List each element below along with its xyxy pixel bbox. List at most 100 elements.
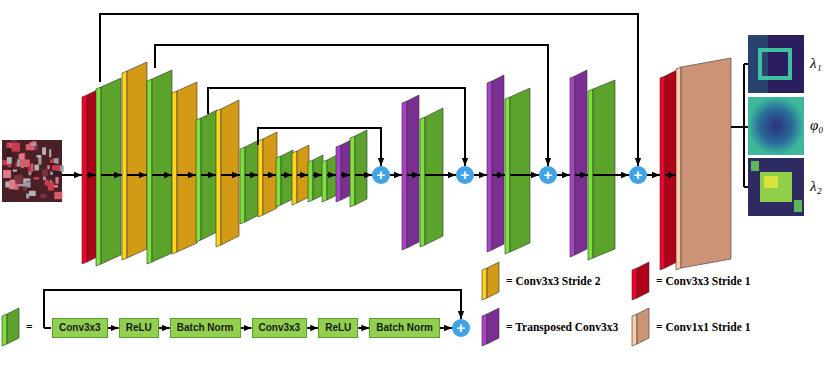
layer-block-edge	[258, 139, 263, 217]
layer-block	[336, 140, 351, 202]
layer-block-face	[313, 155, 323, 200]
lambda2-map-patch	[764, 176, 778, 188]
flow-arrow	[355, 174, 372, 176]
layer-block-face	[152, 70, 172, 262]
node-text: +	[634, 166, 643, 183]
layer-block-face	[263, 132, 277, 215]
flow-connector	[241, 327, 252, 329]
input-image-patch	[49, 149, 51, 157]
flow-arrow	[208, 88, 465, 166]
flow-arrow	[100, 14, 638, 166]
input-image-ground	[2, 140, 62, 202]
layer-block	[505, 88, 530, 254]
operation-box: Batch Norm	[369, 318, 440, 338]
legend-swatch-face	[637, 308, 649, 344]
flow-connector	[108, 327, 119, 329]
input-image	[2, 140, 64, 202]
flow-arrow	[341, 174, 350, 176]
flow-connector	[159, 327, 170, 329]
node-text: ReLU	[325, 322, 351, 333]
flow-arrow	[281, 174, 292, 176]
flow-arrow	[313, 174, 322, 176]
layer-block-face	[575, 70, 587, 255]
flow-arrow	[152, 174, 172, 176]
output-label: φ₀	[810, 116, 824, 134]
input-image-patch	[31, 164, 34, 172]
layer-block	[122, 62, 147, 260]
layer-block	[660, 70, 677, 270]
input-image-patch	[40, 194, 46, 198]
layer-block	[276, 150, 293, 207]
flow-arrow	[245, 174, 258, 176]
layer-block-face	[407, 95, 419, 248]
flow-connector	[358, 327, 369, 329]
layer-block-face	[221, 100, 239, 245]
lambda2-map-patch	[794, 200, 802, 212]
sum-circle: +	[539, 166, 557, 184]
input-image-patch	[54, 192, 62, 199]
sum-circle: +	[456, 166, 474, 184]
layer-block	[258, 132, 277, 217]
node-text: +	[377, 166, 386, 183]
layer-block-edge	[487, 81, 492, 252]
legend-text: =	[26, 319, 33, 335]
input-image-patch	[12, 143, 21, 152]
layer-block	[96, 78, 121, 266]
layer-block	[308, 155, 323, 202]
node-text: ReLU	[126, 322, 152, 333]
flow-arrow	[665, 174, 676, 176]
legend-swatch-face	[7, 308, 19, 344]
legend-swatches	[2, 262, 649, 346]
layer-block	[570, 70, 587, 257]
legend-text: = Transposed Conv3x3	[506, 319, 618, 335]
layer-block-face	[101, 78, 121, 264]
legend-text: = Conv3x3 Stride 1	[656, 273, 750, 289]
output-label: λ₂	[810, 177, 822, 195]
input-image-patch	[26, 194, 29, 199]
output-label: λ₁	[810, 54, 822, 72]
layer-block-edge	[308, 160, 313, 202]
layer-block-face	[492, 75, 504, 250]
flow-arrow	[743, 64, 745, 187]
phi0-map	[748, 97, 804, 155]
flow-arrow	[297, 174, 308, 176]
input-image-patch	[34, 177, 39, 180]
flow-arrow	[744, 63, 748, 65]
node-text: +	[544, 166, 553, 183]
flow-arrow	[407, 174, 420, 176]
legend-swatch-face	[487, 262, 499, 298]
layer-block-edge	[505, 97, 510, 254]
layer-block	[292, 145, 309, 205]
flow-arrow	[593, 174, 629, 176]
flow-arrow	[177, 174, 196, 176]
flow-arrow	[62, 174, 82, 176]
operation-box: Conv3x3	[252, 318, 308, 338]
layer-block	[402, 95, 419, 250]
layer-block-face	[341, 140, 351, 200]
input-image-patch	[31, 143, 36, 146]
layer-block-edge	[172, 91, 177, 254]
layer-block-face	[593, 80, 615, 258]
layer-block-edge	[660, 76, 665, 270]
legend-swatch-edge	[632, 268, 637, 300]
flow-connector	[440, 327, 452, 329]
layer-block-face	[201, 110, 217, 240]
layer-block-edge	[122, 71, 127, 260]
node-text: Batch Norm	[376, 322, 433, 333]
flow-arrow	[101, 174, 122, 176]
flow-arrow	[327, 174, 336, 176]
node-text: Conv3x3	[59, 322, 101, 333]
input-image-patch	[54, 158, 59, 163]
input-image-patch	[50, 172, 53, 175]
layer-block	[172, 82, 197, 254]
input-image-patch	[43, 177, 46, 181]
flow-arrow	[744, 186, 748, 188]
lambda2-map-patch	[760, 172, 792, 202]
legend-swatch	[482, 262, 499, 300]
layer-block-face	[425, 108, 443, 245]
flow-arrow	[87, 174, 96, 176]
layer-block-face	[327, 155, 337, 200]
flow-arrow	[731, 126, 744, 128]
layer-block-edge	[336, 145, 341, 202]
legend-swatch	[482, 308, 499, 346]
